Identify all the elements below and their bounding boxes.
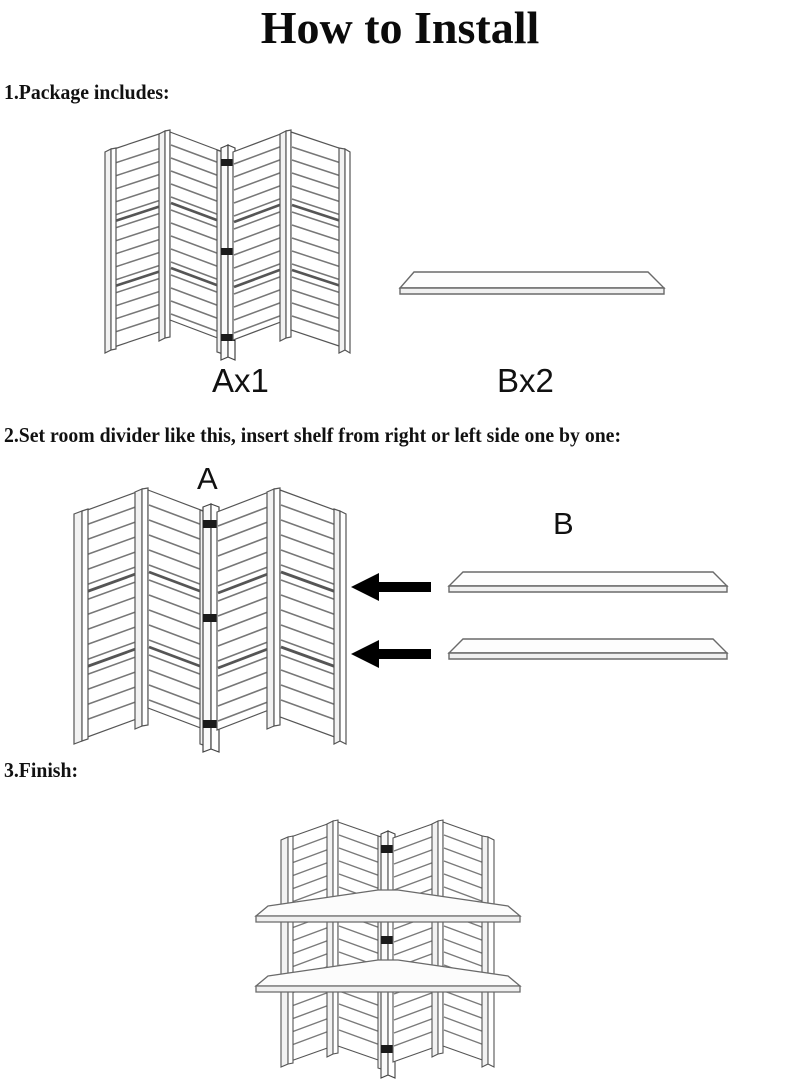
setup-panel-1 [73, 487, 149, 745]
part-label-b: Bx2 [497, 362, 554, 399]
figure-divider-setup [73, 487, 347, 753]
setup-panel-3 [216, 487, 281, 731]
divider-panel-4 [290, 131, 351, 355]
finished-panel-4 [442, 821, 495, 1068]
step-2-text: 2.Set room divider like this, insert she… [4, 423, 622, 447]
figure-finished-assembly [254, 819, 522, 1079]
figure-divider-a [104, 129, 351, 361]
hinge-icon [203, 520, 219, 728]
installed-shelf-upper [254, 889, 522, 923]
page-title: How to Install [260, 2, 540, 53]
shelf-lower [447, 638, 729, 660]
hinge-icon [381, 845, 395, 1053]
setup-label-a: A [197, 461, 218, 496]
hinge-icon [221, 159, 235, 341]
divider-panel-2 [169, 131, 229, 355]
insert-arrow-upper [351, 573, 431, 601]
setup-panel-4 [279, 489, 347, 745]
divider-panel-3 [232, 129, 292, 342]
part-label-a: Ax1 [212, 362, 269, 399]
setup-label-b: B [553, 506, 574, 541]
finished-panel-3 [392, 819, 444, 1063]
figure-shelves-insert [351, 571, 729, 668]
installed-shelf-lower [254, 959, 522, 993]
finished-panel-1 [280, 819, 339, 1068]
figure-shelf-b [398, 271, 666, 295]
step-3-text: 3.Finish: [4, 758, 79, 782]
step-1-text: 1.Package includes: [4, 80, 170, 104]
divider-panel-1 [104, 129, 171, 354]
shelf-upper [447, 571, 729, 593]
insert-arrow-lower [351, 640, 431, 668]
